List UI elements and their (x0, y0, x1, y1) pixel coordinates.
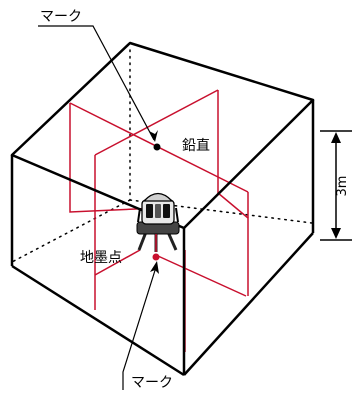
device-window-center (155, 204, 161, 218)
ground-point-label: 地墨点 (80, 250, 122, 266)
room-edge-bottom-right (183, 232, 314, 376)
dimension-arrow-down (331, 228, 341, 239)
laser-line-ceiling-b (94, 89, 219, 156)
laser-line-right-wall (217, 90, 249, 296)
ceiling-point-dot (153, 143, 161, 151)
mark-top-arrowhead (149, 130, 158, 142)
mark-bottom-label: マーク (131, 375, 173, 391)
device-head (142, 192, 174, 202)
height-label: 3m (335, 176, 350, 197)
laser-line-front-left-floor (94, 249, 141, 276)
mark-top-leader (38, 25, 155, 141)
device-window-right (163, 204, 170, 218)
device-window-left (146, 204, 153, 218)
device-handle-right (175, 207, 179, 223)
mark-bottom-leader (122, 263, 158, 390)
device-leg-right (166, 231, 178, 251)
laser-line-floor-right (157, 255, 247, 297)
ground-point-dot (152, 253, 160, 261)
device-leg-left (137, 231, 148, 251)
hidden-edges (11, 49, 313, 263)
dimension-arrow-up (331, 132, 341, 143)
height-dimension (320, 130, 352, 241)
mark-top-callout (38, 25, 155, 141)
mark-bottom-callout (122, 263, 158, 390)
device-handle-left (137, 207, 141, 223)
mark-bottom-arrowhead (150, 261, 159, 274)
laser-line-left-wall (69, 103, 158, 213)
laser-level-icon (136, 192, 180, 252)
room-outline (10, 41, 315, 377)
hidden-edge-floor-left (11, 199, 131, 263)
mark-top-label: マーク (40, 9, 82, 25)
hidden-edge-floor-back (129, 199, 313, 224)
vertical-label: 鉛直 (182, 137, 210, 154)
room-edge-bottom-left (11, 264, 185, 377)
